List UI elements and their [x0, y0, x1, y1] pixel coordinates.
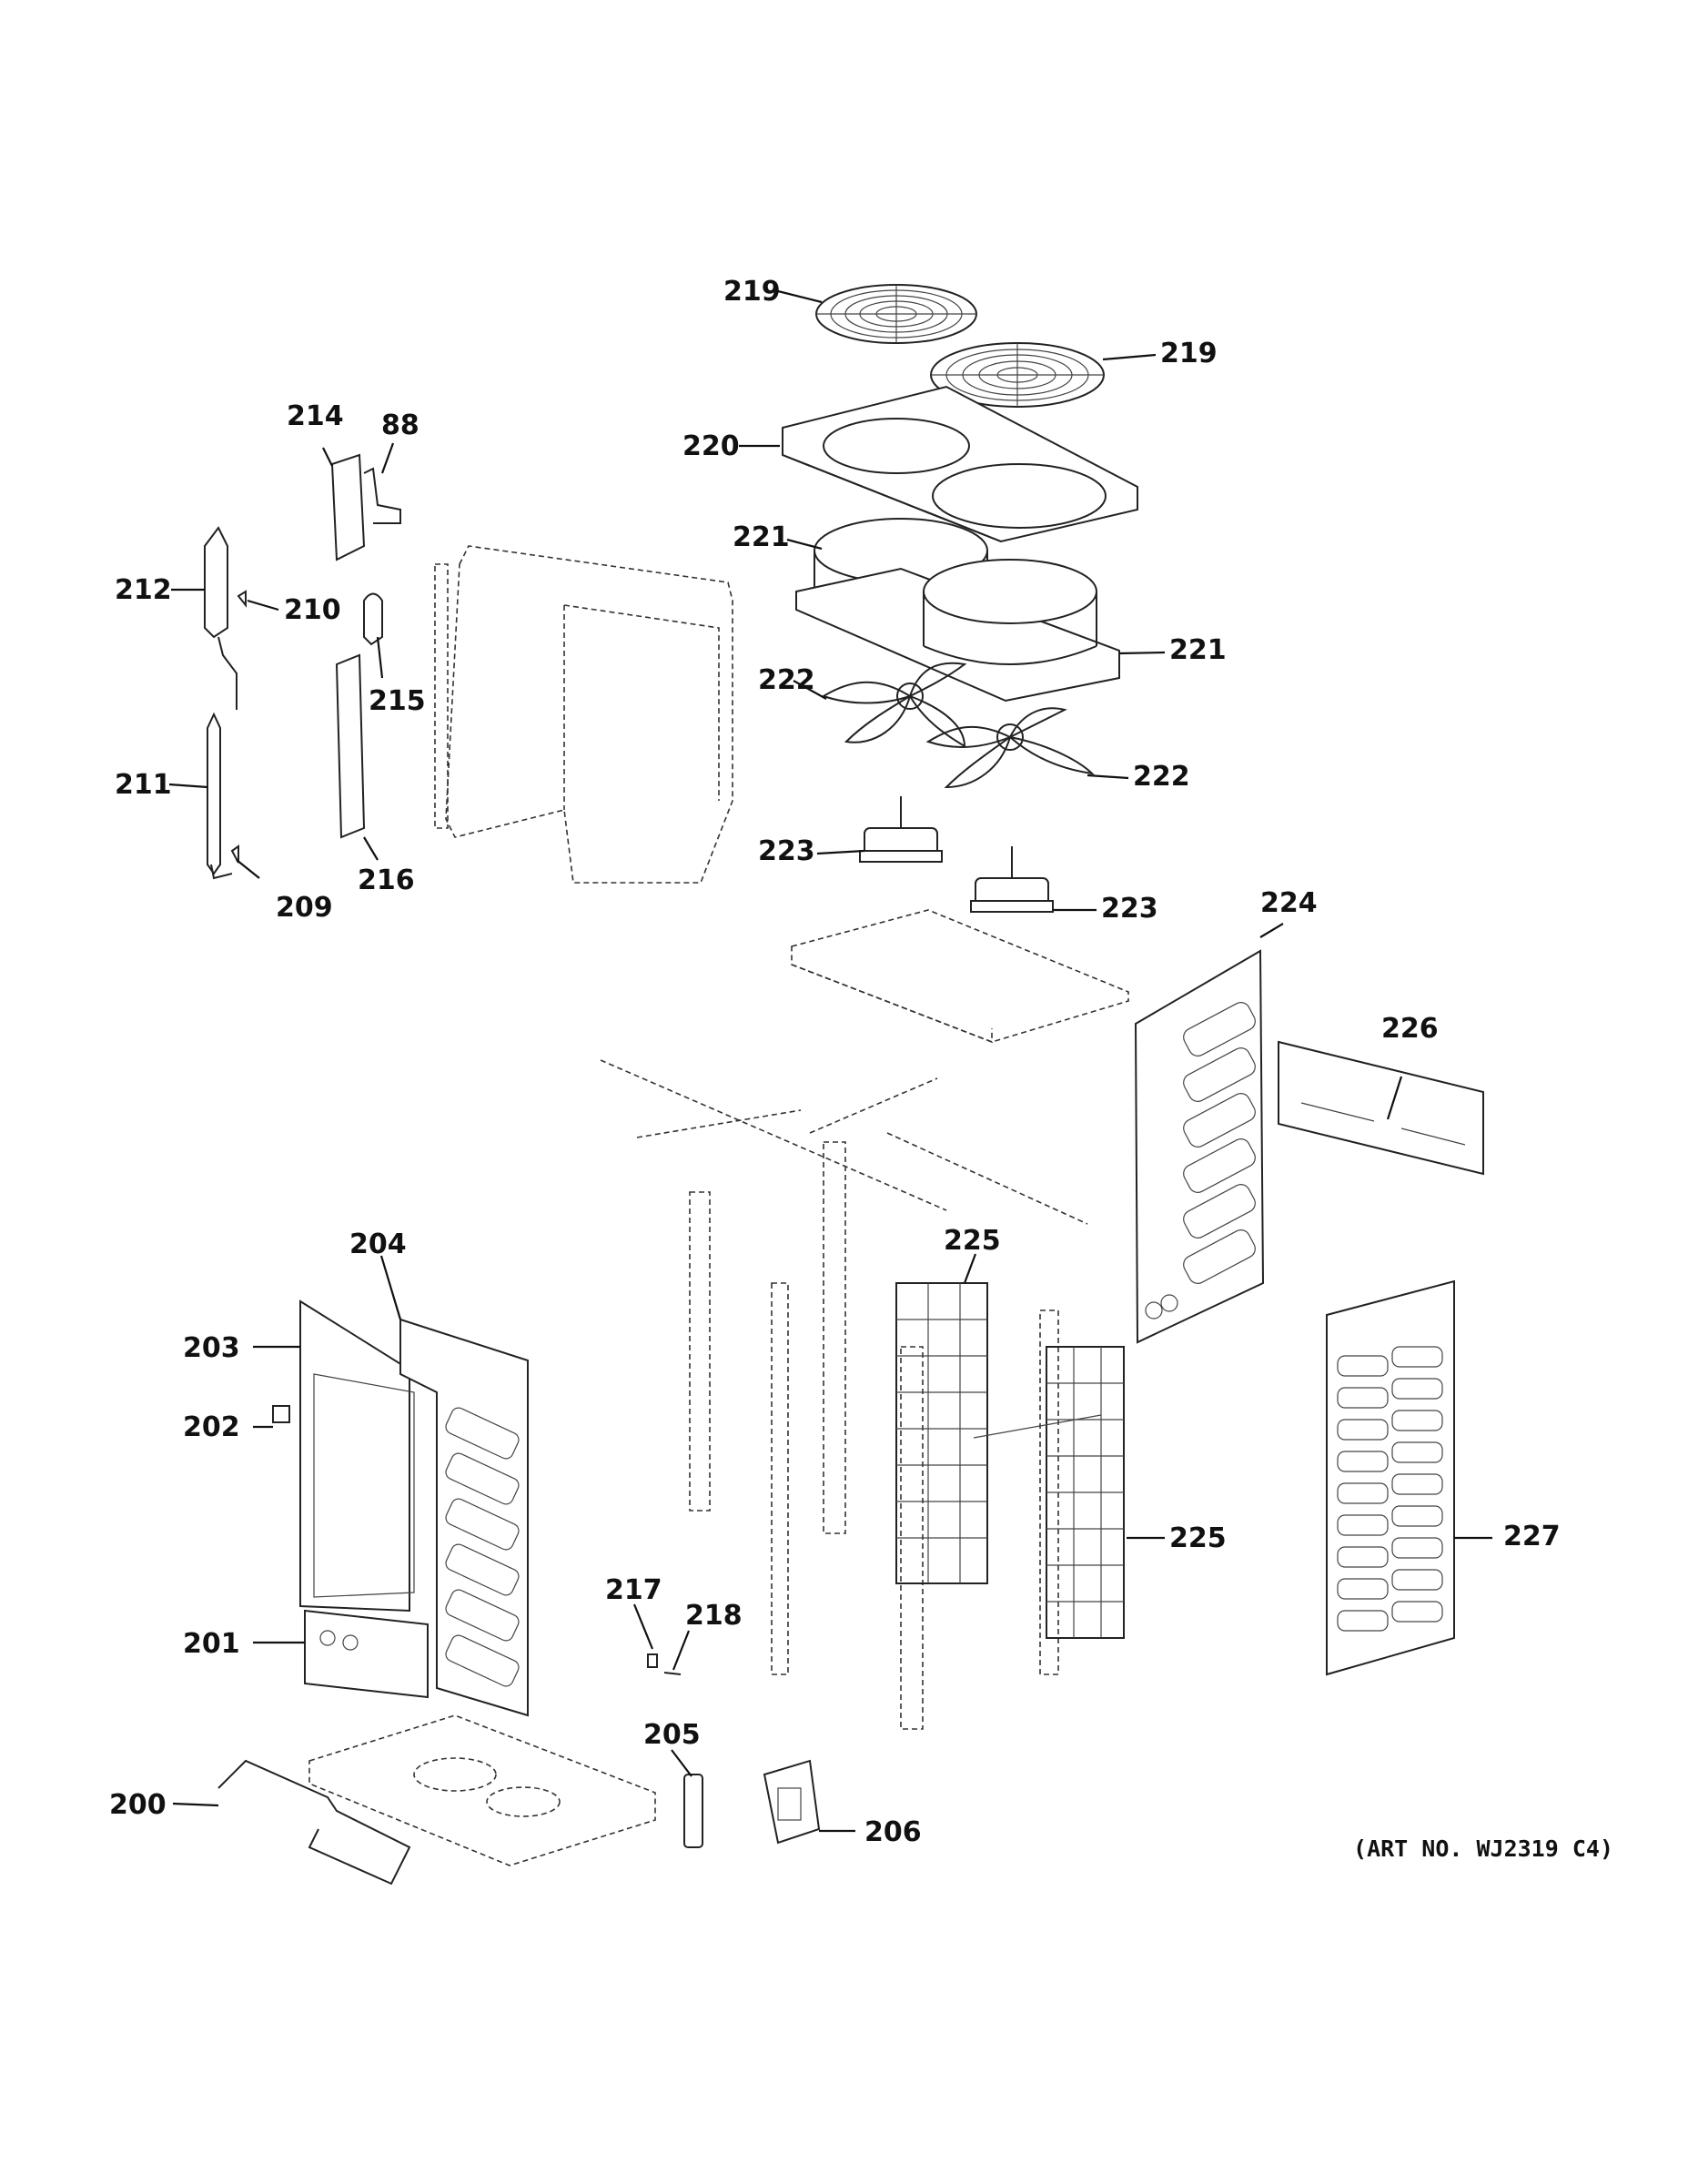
callout-219-left: 219	[723, 276, 781, 308]
callout-221-left: 221	[733, 521, 790, 553]
coil-outline-dashed	[434, 545, 733, 884]
callout-225-top: 225	[944, 1225, 1001, 1257]
callout-226: 226	[1381, 1013, 1439, 1045]
callout-209: 209	[276, 892, 333, 924]
pipe-assembly-216	[335, 653, 366, 839]
callout-223-left: 223	[758, 835, 815, 867]
bracket-205	[683, 1774, 703, 1848]
small-part-210	[237, 590, 247, 608]
fan-grille-left	[815, 284, 977, 344]
base-pan-dashed	[308, 1714, 656, 1866]
callout-218: 218	[685, 1600, 743, 1632]
callout-200: 200	[109, 1789, 167, 1821]
callout-203: 203	[183, 1332, 240, 1364]
condenser-grille-left	[895, 1282, 988, 1584]
control-box-201	[304, 1609, 429, 1699]
wire-200	[217, 1759, 411, 1886]
callout-211: 211	[115, 769, 172, 801]
pipe-assembly-214	[330, 453, 401, 561]
callout-219-right: 219	[1160, 338, 1218, 369]
callout-210: 210	[284, 594, 341, 626]
callout-201: 201	[183, 1628, 240, 1660]
leader-lines	[168, 289, 1492, 1833]
callout-221-right: 221	[1169, 634, 1227, 666]
callout-88: 88	[381, 410, 419, 441]
fan-shroud-right	[795, 559, 1120, 703]
callout-222-right: 222	[1133, 761, 1190, 793]
service-panel-226	[1278, 1040, 1484, 1176]
side-panel-224	[1134, 949, 1265, 1344]
art-number: (ART NO. WJ2319 C4)	[1353, 1835, 1613, 1862]
front-panel-204	[399, 1318, 529, 1717]
fan-motor-right	[970, 846, 1054, 913]
pipe-assembly-215	[363, 592, 383, 646]
callout-206: 206	[864, 1816, 922, 1848]
callout-224: 224	[1260, 887, 1318, 919]
callout-202: 202	[183, 1411, 240, 1443]
side-panel-227	[1326, 1279, 1455, 1676]
small-part-209	[230, 844, 239, 864]
bracket-202	[272, 1405, 290, 1423]
callout-205: 205	[643, 1719, 701, 1751]
callout-214: 214	[287, 400, 344, 432]
base-frame-dashed	[600, 909, 1129, 1730]
small-part-218	[663, 1672, 682, 1675]
callout-215: 215	[369, 685, 426, 717]
callout-204: 204	[349, 1228, 407, 1260]
pipe-assembly-211	[207, 712, 233, 880]
callout-222-left: 222	[758, 664, 815, 696]
callout-216: 216	[358, 864, 415, 896]
callout-labels: 219 219 220 221 221 222 222 223 223 224 …	[109, 276, 1561, 1848]
fan-motor-left	[859, 796, 943, 863]
small-part-217	[647, 1653, 658, 1668]
callout-217: 217	[605, 1574, 662, 1606]
callout-227: 227	[1503, 1521, 1561, 1552]
callout-223-right: 223	[1101, 893, 1158, 925]
bracket-206	[763, 1759, 821, 1845]
callout-212: 212	[115, 574, 172, 606]
condenser-grille-right	[973, 1346, 1125, 1639]
fan-grille-right	[930, 342, 1105, 408]
callout-225-bottom: 225	[1169, 1522, 1227, 1554]
pipe-assembly-212	[204, 526, 238, 710]
front-panel-203	[299, 1299, 415, 1613]
top-panel	[782, 385, 1138, 543]
fan-blade-right	[925, 707, 1095, 789]
callout-220: 220	[682, 430, 740, 462]
